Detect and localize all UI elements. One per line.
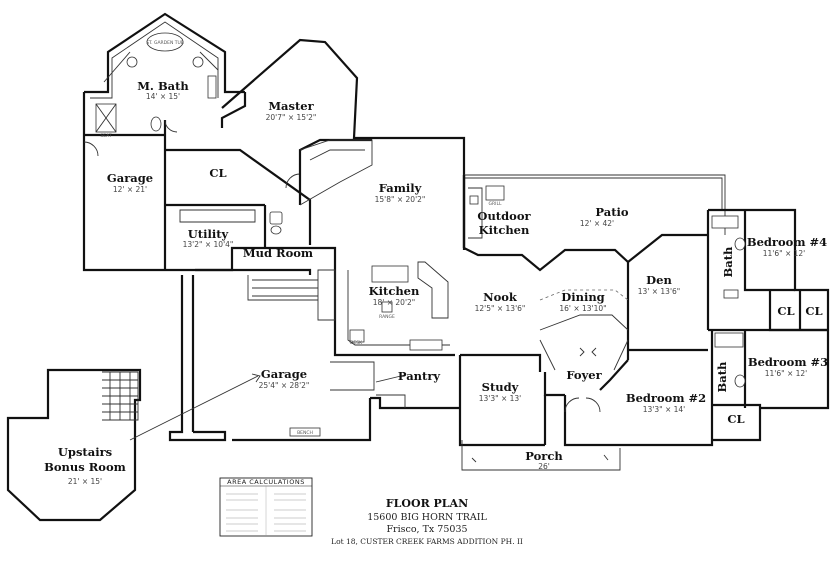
room-foyer: Foyer: [566, 368, 602, 382]
main-garage: [168, 268, 460, 442]
dim-master: 20'7" × 15'2": [266, 113, 317, 122]
tub-label: ST. GARDEN TUB: [146, 40, 184, 46]
room-closet-b: CL: [805, 304, 822, 318]
room-bedroom-2: Bedroom #2: [626, 391, 706, 405]
dim-patio: 12' × 42': [580, 219, 614, 228]
study-porch: [458, 353, 628, 471]
room-outdoor-kitchen-line2: Kitchen: [479, 223, 530, 237]
master-suite-walls: [82, 12, 466, 272]
room-kitchen: Kitchen: [369, 284, 420, 298]
room-study: Study: [482, 380, 519, 394]
room-patio: Patio: [595, 205, 628, 219]
dim-study: 13'3" × 13': [479, 394, 521, 403]
dim-kitchen: 18' × 20'2": [373, 298, 415, 307]
room-dining: Dining: [561, 290, 604, 304]
foyer-octagon: [539, 289, 629, 397]
seat-label: SEAT: [100, 133, 111, 139]
room-master-closet: CL: [209, 166, 226, 180]
grill-label: GRILL: [489, 201, 502, 207]
dim-dining: 16' × 13'10": [559, 304, 606, 313]
room-bath-lower: Bath: [715, 361, 729, 392]
room-family: Family: [379, 181, 422, 195]
room-master: Master: [268, 99, 314, 113]
dim-porch: 26': [538, 462, 550, 471]
room-pantry: Pantry: [398, 369, 441, 383]
room-garage-main: Garage: [261, 367, 307, 381]
dim-family: 15'8" × 20'2": [375, 195, 426, 204]
room-closet-c: CL: [727, 412, 744, 426]
dim-utility: 13'2" × 10'4": [183, 240, 234, 249]
room-bath-upper: Bath: [721, 246, 735, 277]
dim-bonus: 21' × 15': [68, 477, 102, 486]
dim-bedroom-4: 11'6" × 12': [763, 249, 805, 258]
bedroom-wing-walls: [626, 208, 830, 447]
room-closet-a: CL: [777, 304, 794, 318]
dim-garage-small: 12' × 21': [113, 185, 147, 194]
room-porch: Porch: [525, 449, 563, 463]
room-bonus-line1: Upstairs: [58, 445, 112, 459]
room-utility: Utility: [188, 227, 229, 241]
lot-description: Lot 18, CUSTER CREEK FARMS ADDITION PH. …: [331, 537, 523, 546]
room-bedroom-3: Bedroom #3: [748, 355, 828, 369]
bench-label: BENCH: [297, 430, 313, 436]
dim-bedroom-2: 13'3" × 14': [643, 405, 685, 414]
room-outdoor-kitchen-line1: Outdoor: [477, 209, 531, 223]
dim-master-bath: 14' × 15': [146, 92, 180, 101]
room-master-bath: M. Bath: [137, 79, 189, 93]
area-table-heading: AREA CALCULATIONS: [227, 478, 305, 486]
upstairs-bonus-room: [6, 368, 261, 522]
room-bonus-line2: Bonus Room: [44, 460, 126, 474]
door-swings-master: [83, 119, 301, 189]
desk-label: DESK: [350, 340, 363, 346]
dim-nook: 12'5" × 13'6": [475, 304, 526, 313]
room-mud-room: Mud Room: [243, 246, 313, 260]
room-nook: Nook: [483, 290, 518, 304]
dim-bedroom-3: 11'6" × 12': [765, 369, 807, 378]
master-bath-fixtures: [95, 32, 217, 133]
plan-title: FLOOR PLAN: [386, 497, 468, 510]
area-calculations-table: AREA CALCULATIONS: [219, 477, 313, 537]
address-street: 15600 BIG HORN TRAIL: [367, 512, 487, 523]
dim-garage-main: 25'4" × 28'2": [259, 381, 310, 390]
address-city: Frisco, Tx 75035: [386, 524, 467, 535]
room-garage-small: Garage: [107, 171, 153, 185]
dim-den: 13' × 13'6": [638, 287, 680, 296]
range-label: RANGE: [379, 314, 395, 320]
room-den: Den: [646, 273, 672, 287]
room-bedroom-4: Bedroom #4: [747, 235, 827, 249]
